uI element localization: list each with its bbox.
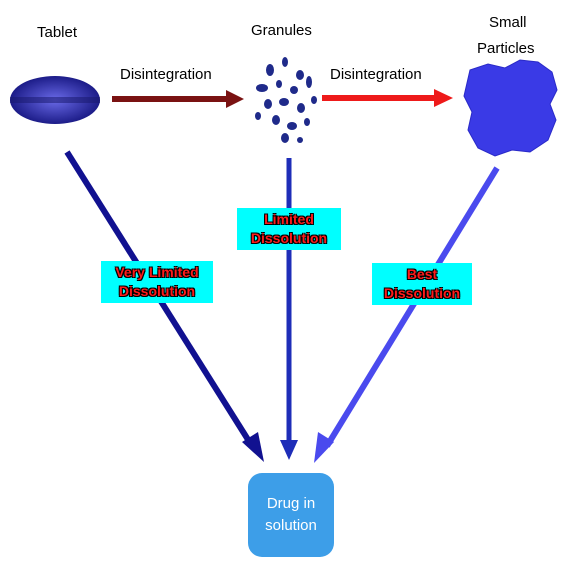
best-dissolution-line2: Dissolution: [383, 285, 461, 301]
tablet-label: Tablet: [37, 24, 78, 41]
very-limited-dissolution-line2: Dissolution: [118, 283, 196, 299]
tablet-dissolution-arrow: [64, 150, 264, 462]
very-limited-dissolution-box: Very Limited Dissolution: [101, 261, 213, 303]
tablet-icon: [10, 76, 100, 124]
drug-in-solution-box: Drug in solution: [248, 473, 334, 557]
best-dissolution-line1: Best: [406, 266, 438, 282]
small-particles-label-line2: Particles: [477, 40, 535, 57]
granules-icon: [255, 57, 317, 143]
very-limited-dissolution-line1: Very Limited: [115, 264, 199, 280]
small-particles-icon: [463, 59, 558, 157]
disintegration-label-1: Disintegration: [120, 66, 212, 83]
granules-dissolution-arrow: [280, 158, 298, 460]
limited-dissolution-line1: Limited: [264, 211, 314, 227]
disintegration-label-2: Disintegration: [330, 66, 422, 83]
limited-dissolution-line2: Dissolution: [250, 230, 328, 246]
limited-dissolution-box: Limited Dissolution: [237, 208, 341, 250]
drug-in-solution-line1: Drug in: [266, 495, 316, 512]
best-dissolution-box: Best Dissolution: [372, 263, 472, 305]
granules-label: Granules: [251, 22, 312, 39]
particles-dissolution-arrow: [314, 166, 500, 463]
disintegration-arrow-1: [112, 90, 244, 108]
small-particles-label-line1: Small: [489, 14, 527, 31]
disintegration-arrow-2: [322, 89, 453, 107]
drug-in-solution-line2: solution: [265, 517, 317, 534]
